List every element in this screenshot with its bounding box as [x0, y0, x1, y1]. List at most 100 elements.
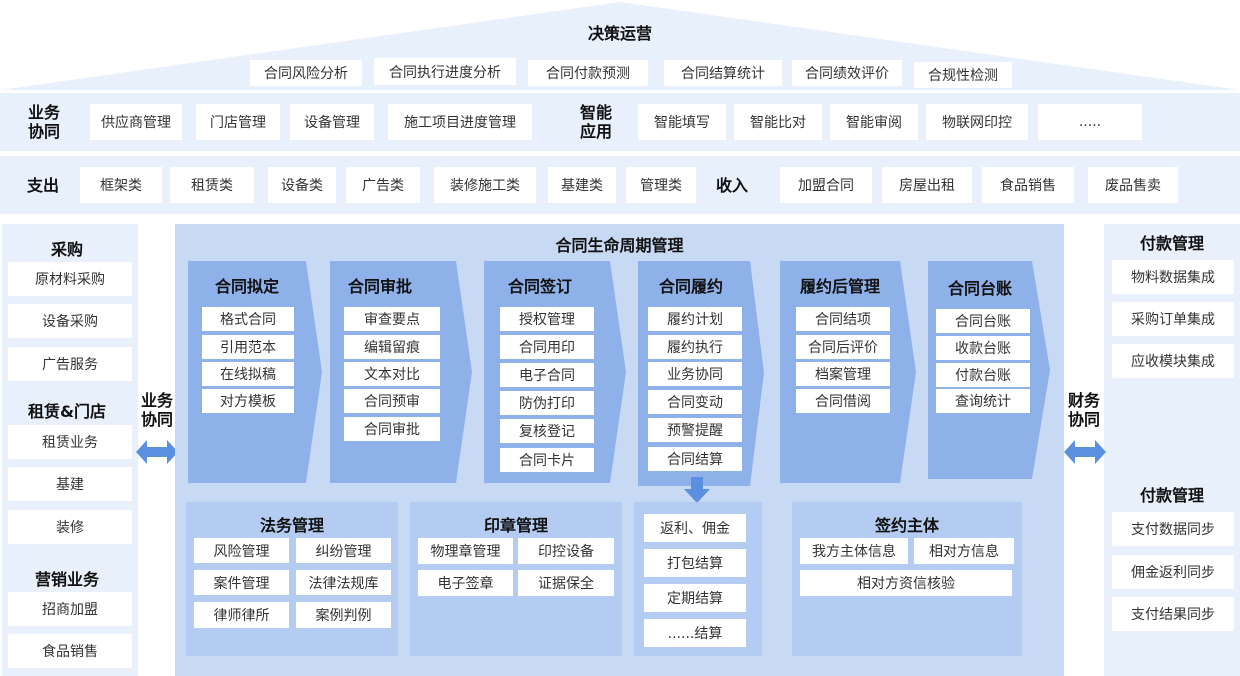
right-connector-label: 财务 协同	[1067, 391, 1100, 429]
stage-item: 电子合同	[500, 363, 594, 387]
income-item: 食品销售	[982, 167, 1074, 203]
stage-item: 合同台账	[936, 309, 1030, 333]
seal-item: 物理章管理	[418, 538, 513, 564]
stage-item: 在线拟稿	[202, 362, 294, 386]
left-item: 租赁业务	[8, 425, 132, 459]
roof-item: 合同执行进度分析	[374, 58, 516, 85]
stage-item: 审查要点	[344, 307, 440, 331]
stage-item: 合同结算	[648, 447, 742, 471]
income-item: 房屋出租	[882, 167, 972, 203]
stage-item: 合同卡片	[500, 448, 594, 472]
stage-item: 付款台账	[936, 363, 1030, 387]
stage-item: 档案管理	[796, 362, 890, 386]
stage-item: 预警提醒	[648, 418, 742, 442]
stage-title: 合同台账	[947, 279, 1012, 298]
stage-item: 合同借阅	[796, 389, 890, 413]
expense-item: 租赁类	[170, 167, 254, 203]
right-double-arrow-icon	[1064, 440, 1106, 464]
income-item: 加盟合同	[780, 167, 872, 203]
left-double-arrow-icon	[136, 440, 178, 464]
right-group-title: 付款管理	[1139, 486, 1204, 505]
settlement-item: 返利、佣金	[644, 514, 746, 542]
stage-item: 对方模板	[202, 389, 294, 413]
stage-item: 合同预审	[344, 389, 440, 413]
smart-label: 智能 应用	[579, 103, 612, 141]
smart-item: 物联网印控	[926, 104, 1028, 140]
business-item: 供应商管理	[90, 104, 182, 140]
stage-title: 合同审批	[347, 277, 412, 296]
settlement-item: ......结算	[644, 619, 746, 647]
settlement-item: 定期结算	[644, 584, 746, 612]
business-item: 施工项目进度管理	[388, 104, 532, 140]
business-item: 设备管理	[290, 104, 374, 140]
stage-item: 防伪打印	[500, 391, 594, 415]
left-group-title: 租赁&门店	[28, 402, 106, 421]
expense-item: 装修施工类	[434, 167, 536, 203]
legal-title: 法务管理	[259, 516, 324, 535]
stage-item: 授权管理	[500, 307, 594, 331]
left-item: 广告服务	[8, 347, 132, 381]
business-item: 门店管理	[196, 104, 280, 140]
lifecycle-title: 合同生命周期管理	[555, 236, 684, 255]
smart-item: 智能审阅	[830, 104, 918, 140]
stage-title: 合同拟定	[214, 277, 279, 296]
expense-item: 广告类	[346, 167, 420, 203]
stage-approval: 合同审批 审查要点 编辑留痕 文本对比 合同预审 合同审批	[330, 261, 472, 483]
party-item: 相对方资信核验	[800, 570, 1012, 596]
stage-item: 复核登记	[500, 419, 594, 443]
stage-title: 履约后管理	[799, 277, 880, 296]
right-item: 支付数据同步	[1112, 512, 1234, 546]
stage-item: 业务协同	[648, 362, 742, 386]
smart-item: 智能填写	[638, 104, 726, 140]
smart-item: 智能比对	[734, 104, 822, 140]
stage-performance: 合同履约 履约计划 履约执行 业务协同 合同变动 预警提醒 合同结算	[638, 261, 764, 486]
seal-panel: 印章管理 物理章管理 印控设备 电子签章 证据保全	[410, 502, 622, 656]
right-item: 物料数据集成	[1112, 260, 1234, 294]
smart-item: .....	[1038, 104, 1142, 140]
seal-item: 印控设备	[518, 538, 614, 564]
stage-signing: 合同签订 授权管理 合同用印 电子合同 防伪打印 复核登记 合同卡片	[484, 261, 626, 483]
income-item: 废品售卖	[1088, 167, 1178, 203]
left-group-title: 采购	[50, 240, 83, 259]
settlement-item: 打包结算	[644, 549, 746, 577]
stage-item: 合同结项	[796, 307, 890, 331]
legal-item: 案件管理	[194, 570, 289, 595]
stage-item: 编辑留痕	[344, 335, 440, 359]
left-item: 基建	[8, 467, 132, 501]
roof-item: 合同结算统计	[664, 60, 782, 86]
legal-item: 风险管理	[194, 538, 289, 563]
left-item: 招商加盟	[8, 592, 132, 626]
party-panel: 签约主体 我方主体信息 相对方信息 相对方资信核验	[792, 502, 1022, 656]
stage-title: 合同签订	[507, 277, 572, 296]
party-title: 签约主体	[874, 516, 939, 535]
stage-title: 合同履约	[658, 277, 723, 296]
left-item: 装修	[8, 510, 132, 544]
down-arrow-icon	[684, 477, 710, 503]
right-item: 佣金返利同步	[1112, 555, 1234, 589]
stage-item: 履约执行	[648, 335, 742, 359]
left-item: 食品销售	[8, 634, 132, 668]
stage-item: 合同审批	[344, 417, 440, 441]
stage-ledger: 合同台账 合同台账 收款台账 付款台账 查询统计	[928, 261, 1050, 479]
stage-item: 合同用印	[500, 335, 594, 359]
roof-item: 合规性检测	[914, 62, 1012, 88]
left-connector-label: 业务 协同	[140, 391, 173, 429]
legal-item: 案例判例	[296, 602, 391, 628]
left-group-title: 营销业务	[34, 570, 99, 589]
stage-item: 查询统计	[936, 389, 1030, 413]
expense-item: 基建类	[548, 167, 616, 203]
legal-item: 律师律所	[194, 602, 289, 628]
stage-post-performance: 履约后管理 合同结项 合同后评价 档案管理 合同借阅	[780, 261, 916, 483]
seal-item: 证据保全	[518, 570, 614, 596]
seal-item: 电子签章	[418, 570, 513, 596]
right-group-title: 付款管理	[1139, 234, 1204, 253]
stage-item: 引用范本	[202, 335, 294, 359]
roof-item: 合同付款预测	[528, 60, 648, 86]
party-item: 我方主体信息	[800, 538, 908, 564]
stage-item: 合同变动	[648, 390, 742, 414]
right-item: 采购订单集成	[1112, 302, 1234, 336]
stage-item: 履约计划	[648, 307, 742, 331]
left-item: 设备采购	[8, 304, 132, 338]
income-label: 收入	[715, 175, 748, 195]
stage-drafting: 合同拟定 格式合同 引用范本 在线拟稿 对方模板	[188, 261, 322, 483]
